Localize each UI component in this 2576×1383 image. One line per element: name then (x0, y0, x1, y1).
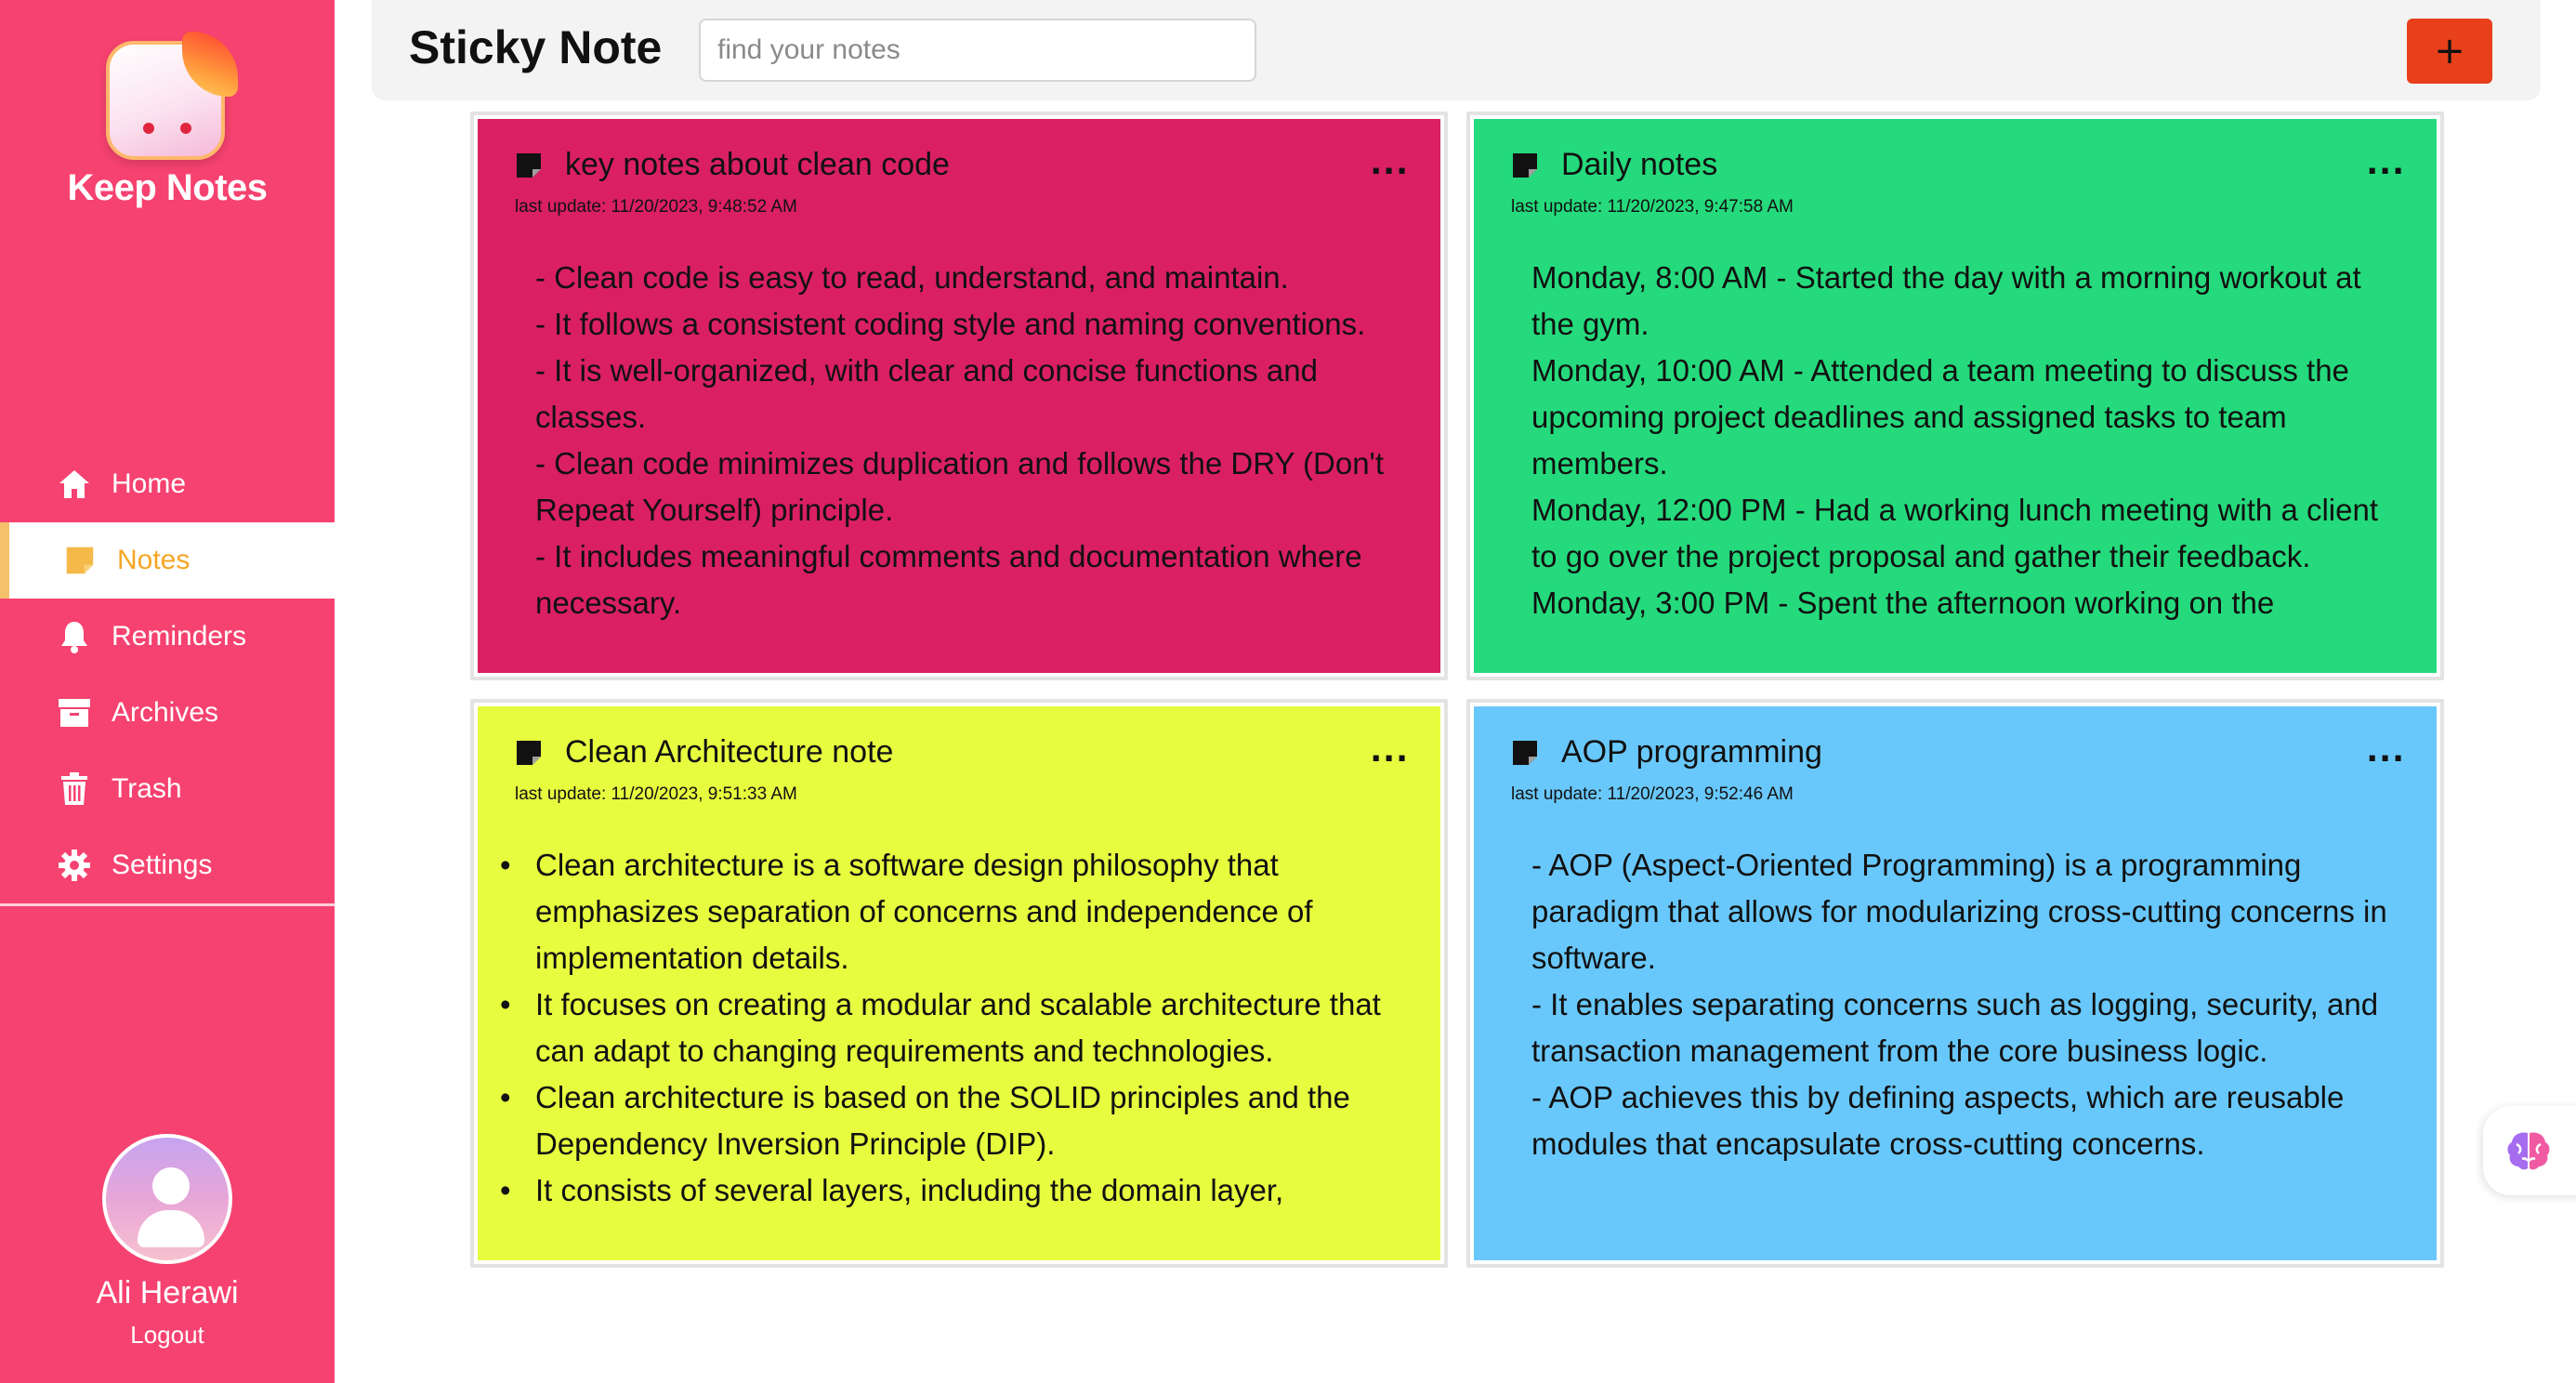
gear-icon (58, 849, 91, 882)
note-content: Clean architecture is a software design … (500, 842, 1403, 1214)
note-line: Monday, 10:00 AM - Attended a team meeti… (1531, 353, 2349, 481)
sidebar-item-label: Archives (112, 697, 219, 728)
note-line: - It includes meaningful comments and do… (535, 539, 1362, 620)
note-card-body[interactable]: key notes about clean code ... last upda… (478, 119, 1440, 673)
note-title: Daily notes (1561, 147, 1718, 182)
archive-icon (58, 696, 91, 730)
note-card: key notes about clean code ... last upda… (470, 112, 1448, 680)
sidebar-item-notes[interactable]: Notes (0, 522, 335, 599)
trash-icon (58, 772, 91, 806)
note-updated: last update: 11/20/2023, 9:47:58 AM (1511, 197, 1794, 217)
home-icon (58, 468, 91, 501)
note-card-body[interactable]: Daily notes ... last update: 11/20/2023,… (1474, 119, 2437, 673)
note-icon (1513, 152, 1537, 178)
note-line: - Clean code is easy to read, understand… (535, 260, 1289, 295)
note-line: Monday, 8:00 AM - Started the day with a… (1531, 260, 2361, 341)
list-item: It focuses on creating a modular and sca… (500, 981, 1403, 1074)
note-icon (517, 740, 541, 765)
note-line: Monday, 12:00 PM - Had a working lunch m… (1531, 493, 2379, 573)
sidebar-item-label: Home (112, 468, 187, 499)
user-profile: Ali Herawi Logout (0, 1134, 335, 1350)
note-content: - Clean code is easy to read, understand… (535, 255, 1403, 626)
list-item: Clean architecture is a software design … (500, 842, 1403, 981)
sidebar-divider (0, 903, 335, 906)
note-title: AOP programming (1561, 734, 1822, 770)
note-line: - AOP (Aspect-Oriented Programming) is a… (1531, 848, 2387, 975)
sidebar-item-label: Trash (112, 773, 182, 804)
bell-icon (58, 620, 91, 653)
note-icon (517, 152, 541, 178)
more-options-icon[interactable]: ... (2366, 145, 2405, 182)
brain-icon (2507, 1132, 2550, 1170)
avatar[interactable] (102, 1134, 232, 1264)
app-logo (102, 32, 238, 165)
list-item: Clean architecture is based on the SOLID… (500, 1074, 1403, 1167)
note-card: AOP programming ... last update: 11/20/2… (1466, 699, 2444, 1268)
note-icon (1513, 740, 1537, 765)
user-name: Ali Herawi (96, 1275, 239, 1311)
sidebar-item-settings[interactable]: Settings (0, 827, 335, 903)
add-note-button[interactable]: + (2407, 19, 2492, 84)
note-bullet-list: Clean architecture is a software design … (500, 842, 1403, 1214)
page-title: Sticky Note (409, 21, 663, 73)
sidebar-item-label: Reminders (112, 621, 247, 652)
app-title: Keep Notes (67, 167, 268, 208)
note-card: Daily notes ... last update: 11/20/2023,… (1466, 112, 2444, 680)
note-content: Monday, 8:00 AM - Started the day with a… (1531, 255, 2399, 626)
note-line: Monday, 3:00 PM - Spent the afternoon wo… (1531, 586, 2275, 620)
logout-link[interactable]: Logout (130, 1321, 204, 1349)
note-updated: last update: 11/20/2023, 9:51:33 AM (515, 784, 797, 804)
assistant-button[interactable] (2483, 1106, 2576, 1195)
note-card-body[interactable]: AOP programming ... last update: 11/20/2… (1474, 706, 2437, 1260)
note-updated: last update: 11/20/2023, 9:48:52 AM (515, 197, 797, 217)
list-item: It consists of several layers, including… (500, 1167, 1403, 1214)
more-options-icon[interactable]: ... (2366, 732, 2405, 770)
note-line: - It follows a consistent coding style a… (535, 307, 1366, 341)
note-line: - AOP achieves this by defining aspects,… (1531, 1080, 2345, 1161)
note-line: - It enables separating concerns such as… (1531, 987, 2379, 1068)
note-title: Clean Architecture note (565, 734, 894, 770)
note-line: - It is well-organized, with clear and c… (535, 353, 1318, 434)
sidebar-item-trash[interactable]: Trash (0, 751, 335, 827)
more-options-icon[interactable]: ... (1370, 145, 1409, 182)
note-updated: last update: 11/20/2023, 9:52:46 AM (1511, 784, 1794, 804)
note-card: Clean Architecture note ... last update:… (470, 699, 1448, 1268)
top-bar: Sticky Note + (372, 0, 2541, 100)
sidebar-item-reminders[interactable]: Reminders (0, 599, 335, 675)
note-card-body[interactable]: Clean Architecture note ... last update:… (478, 706, 1440, 1260)
more-options-icon[interactable]: ... (1370, 732, 1409, 770)
note-title: key notes about clean code (565, 147, 950, 182)
note-line: - Clean code minimizes duplication and f… (535, 446, 1385, 527)
search-input[interactable] (699, 19, 1256, 82)
sidebar-item-home[interactable]: Home (0, 446, 335, 522)
note-icon (63, 544, 97, 577)
sidebar-item-archives[interactable]: Archives (0, 675, 335, 751)
sidebar: Keep Notes Home Notes Reminders Archives (0, 0, 335, 1383)
sidebar-nav: Home Notes Reminders Archives Trash (0, 446, 335, 903)
note-content: - AOP (Aspect-Oriented Programming) is a… (1531, 842, 2399, 1167)
sidebar-item-label: Settings (112, 850, 213, 880)
sidebar-item-label: Notes (117, 545, 191, 575)
